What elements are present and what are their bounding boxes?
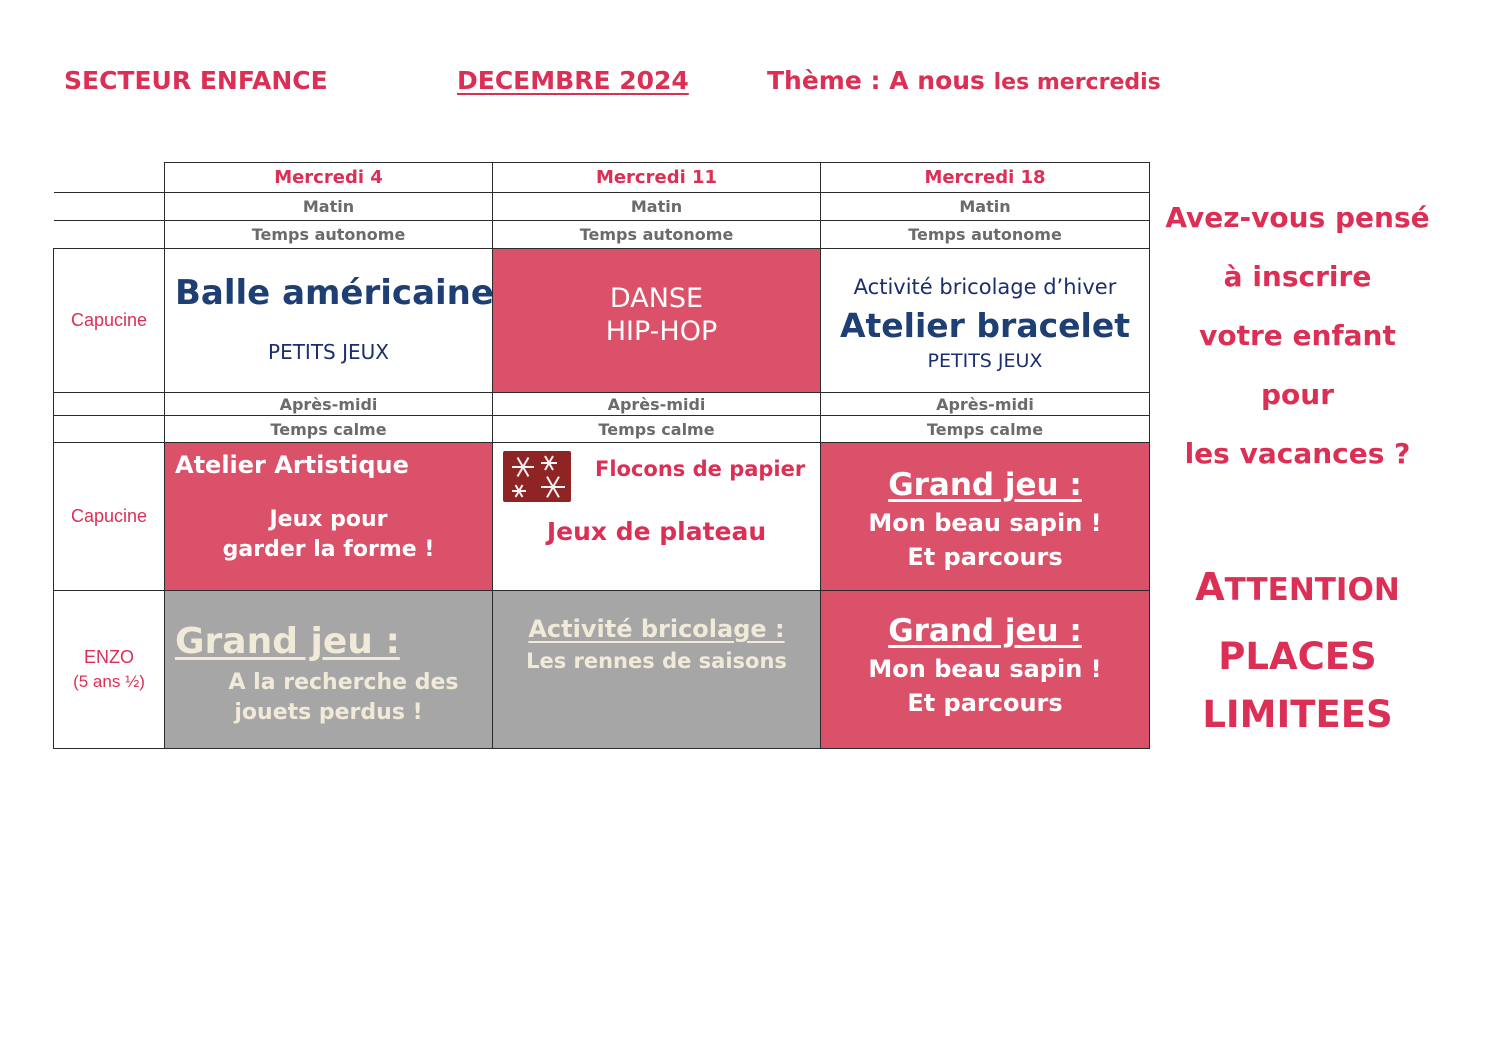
activity-line: Mon beau sapin ! [868,509,1102,537]
month-title: DECEMBRE 2024 [457,66,689,95]
activity-line: Mon beau sapin ! [868,655,1102,683]
activity-subtitle: PETITS JEUX [927,350,1043,372]
activity-subtitle: PETITS JEUX [268,340,389,364]
activity-cell: Grand jeu : A la recherche des jouets pe… [164,590,493,749]
period-label: Après-midi [820,392,1150,416]
reminder-line: Avez-vous pensé [1165,201,1430,234]
afternoon-enzo-row: ENZO (5 ans ½) Grand jeu : A la recherche… [53,590,1150,749]
limitees-label: LIMITEES [1202,693,1393,736]
activity-line: garder la forme ! [222,537,435,562]
activity-title: DANSE [609,283,704,314]
activity-title: Balle américaine [175,273,493,313]
period-label: Après-midi [492,392,821,416]
period-sublabel: Temps autonome [164,220,493,249]
activity-title: Grand jeu : [888,467,1082,503]
activity-line: A la recherche des [228,670,459,695]
activity-cell: Activité bricolage d’hiver Atelier brace… [820,248,1150,393]
activity-cell: Balle américaine PETITS JEUX [164,248,493,393]
period-sublabel: Temps autonome [492,220,821,249]
registration-reminder: Avez-vous pensé à inscrire votre enfant … [1155,188,1440,483]
morning-row: Matin Matin Matin [53,192,1150,221]
morning-sub-row: Temps autonome Temps autonome Temps auto… [53,220,1150,249]
activity-title: Grand jeu : [888,613,1082,649]
activity-title: Atelier Artistique [175,451,409,479]
activity-line: jouets perdus ! [234,700,423,725]
afternoon-capucine-row: Capucine Atelier Artistique Jeux pour ga… [53,442,1150,591]
snowflake-picture-icon [503,451,571,502]
reminder-line: à inscrire [1223,260,1372,293]
activity-line: Les rennes de saisons [526,649,787,673]
group-label-enzo: ENZO [83,646,134,667]
group-label: Capucine [53,248,165,393]
places-label: PLACES [1218,635,1377,678]
period-sublabel: Temps calme [492,415,821,443]
activity-cell: Flocons de papier Jeux de plateau [492,442,821,591]
day-header: Mercredi 4 [164,162,493,193]
day-header: Mercredi 11 [492,162,821,193]
activity-title: HIP-HOP [605,316,718,347]
period-label: Matin [164,192,493,221]
schedule-table: Mercredi 4 Mercredi 11 Mercredi 18 Matin… [53,162,1150,749]
attention-label: ATTENTION [1155,562,1440,628]
reminder-line: pour [1260,378,1335,411]
activity-cell: Grand jeu : Mon beau sapin ! Et parcours [820,442,1150,591]
period-sublabel: Temps calme [164,415,493,443]
period-label: Matin [492,192,821,221]
activity-line: Jeux de plateau [546,517,767,546]
activity-title: Flocons de papier [595,457,806,481]
limited-places-notice: ATTENTION PLACES LIMITEES [1155,562,1440,744]
group-label: ENZO (5 ans ½) [53,590,165,749]
group-label: Capucine [53,442,165,591]
activity-line: Jeux pour [269,507,388,532]
theme-suffix: les mercredis [993,70,1161,95]
reminder-line: votre enfant [1199,319,1396,352]
group-age: (5 ans ½) [73,672,145,692]
activity-cell: Activité bricolage : Les rennes de saiso… [492,590,821,749]
period-sublabel: Temps calme [820,415,1150,443]
activity-subtitle: Activité bricolage d’hiver [853,275,1117,299]
period-sublabel: Temps autonome [820,220,1150,249]
activity-cell: Atelier Artistique Jeux pour garder la f… [164,442,493,591]
sector-title: SECTEUR ENFANCE [64,66,328,95]
activity-line: Et parcours [907,689,1063,717]
afternoon-row: Après-midi Après-midi Après-midi [53,392,1150,416]
theme-title: Thème : A nous les mercredis [767,66,1161,95]
activity-cell: DANSE HIP-HOP [492,248,821,393]
activity-title: Grand jeu : [175,621,400,662]
period-label: Matin [820,192,1150,221]
activity-cell: Grand jeu : Mon beau sapin ! Et parcours [820,590,1150,749]
attention-rest: TTENTION [1224,572,1400,608]
afternoon-sub-row: Temps calme Temps calme Temps calme [53,415,1150,443]
theme-prefix: Thème : A nous [767,66,985,95]
activity-line: Et parcours [907,543,1063,571]
day-header: Mercredi 18 [820,162,1150,193]
activity-title: Activité bricolage : [528,615,785,643]
day-header-row: Mercredi 4 Mercredi 11 Mercredi 18 [53,162,1150,193]
attention-first-letter: A [1195,565,1225,609]
reminder-line: les vacances ? [1184,437,1411,470]
period-label: Après-midi [164,392,493,416]
morning-activities-row: Capucine Balle américaine PETITS JEUX DA… [53,248,1150,393]
activity-title: Atelier bracelet [839,306,1131,345]
